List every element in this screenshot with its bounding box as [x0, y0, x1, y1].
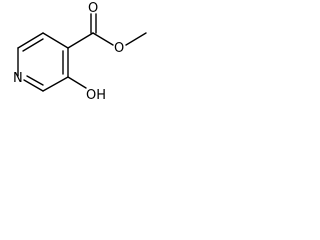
- bond-c6-n: [23, 79, 44, 92]
- bond-carbonyl-ester-o: [92, 32, 114, 46]
- bond-c4-carbonyl: [67, 32, 94, 49]
- bond-c2-c3: [17, 32, 44, 49]
- bond-ester-o-methyl: [125, 32, 147, 46]
- ester-oxygen-label: O: [114, 41, 124, 56]
- bond-c3-c4: [42, 32, 69, 49]
- hydroxyl-label: OH: [86, 88, 106, 103]
- pyridine-ring: [17, 32, 69, 92]
- bond-c2-c3-inner: [22, 38, 44, 52]
- structure-diagram: N O O OH: [13, 1, 147, 103]
- ester-group: [67, 13, 147, 49]
- bond-c5-c6: [42, 76, 69, 92]
- carbonyl-oxygen-label: O: [88, 1, 98, 16]
- ring-nitrogen-label: N: [13, 71, 23, 86]
- bond-c6-n-inner: [26, 75, 44, 86]
- bond-c5-hydroxyl: [67, 76, 87, 89]
